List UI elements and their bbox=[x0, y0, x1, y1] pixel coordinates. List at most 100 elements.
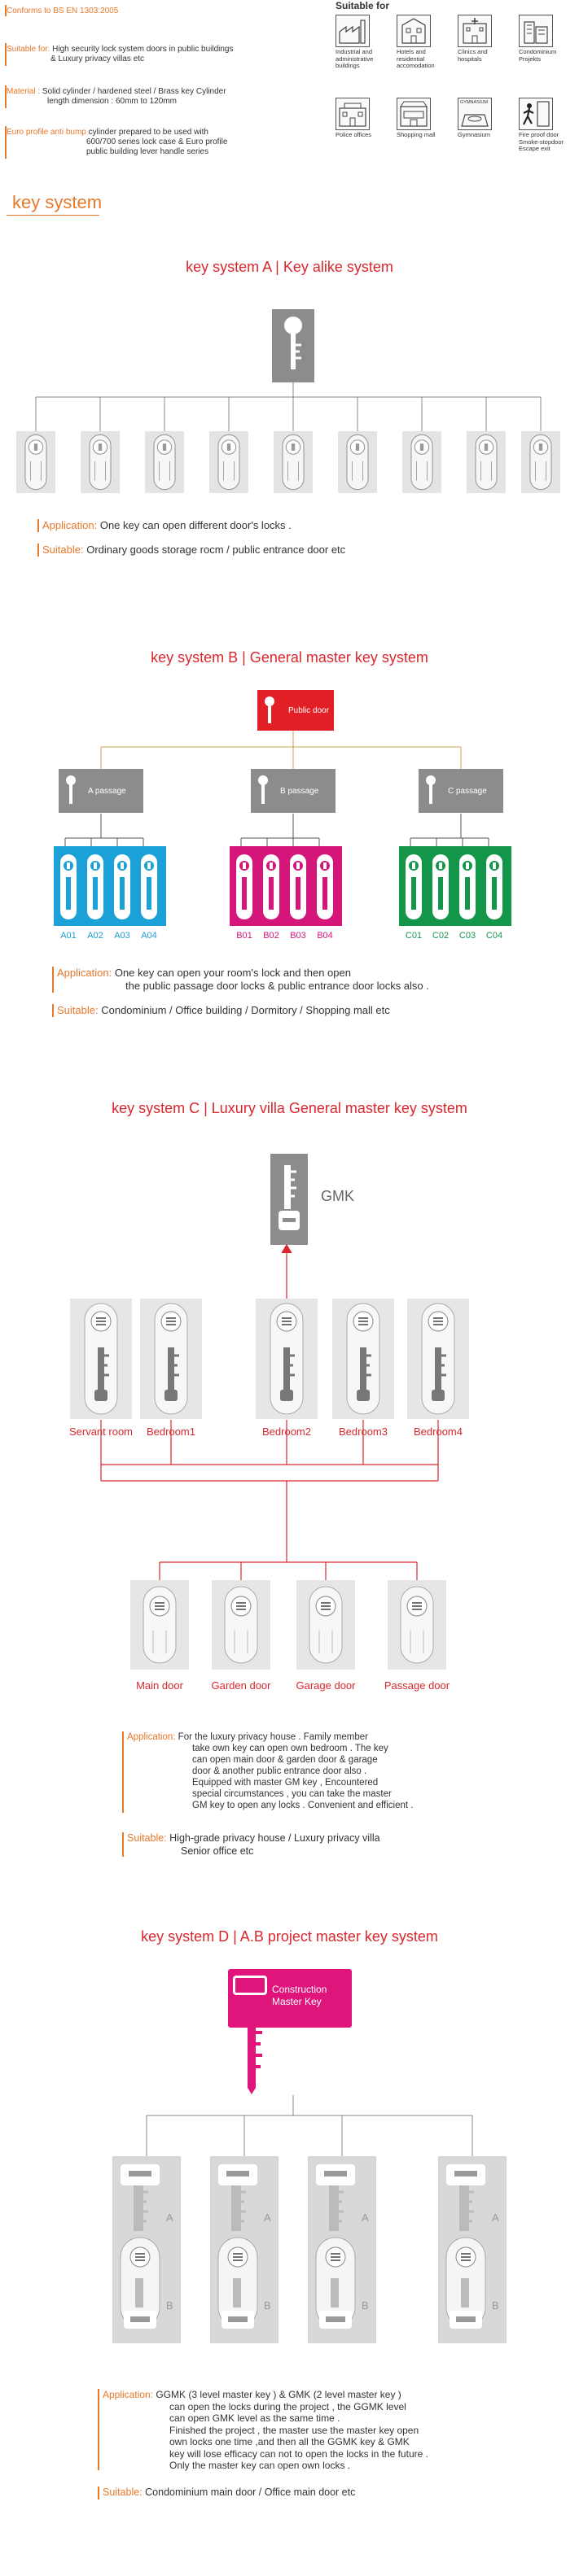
gym-sign: GYMNASIUM bbox=[460, 100, 488, 105]
para-bar bbox=[37, 519, 39, 532]
cylinder-lock bbox=[403, 853, 424, 921]
door-lock bbox=[296, 1580, 355, 1670]
cylinder-lock bbox=[338, 431, 377, 493]
room-label: Bedroom4 bbox=[414, 1426, 463, 1438]
venue-gymnasium: GYMNASIUM Gymnasium bbox=[458, 98, 513, 139]
factory-icon bbox=[336, 15, 370, 47]
suitable-spec: Suitable for: High security lock system … bbox=[7, 45, 234, 54]
lock-label: C04 bbox=[485, 931, 503, 941]
suitable-spec-2: & Luxury privacy villas etc bbox=[50, 55, 145, 63]
cylinder-lock bbox=[467, 431, 506, 493]
venue-police: Police offices bbox=[336, 98, 391, 139]
venue-fire-exit: Fire proof door Smoke-stopdoor Escape ex… bbox=[519, 98, 574, 153]
cylinder-lock bbox=[261, 853, 282, 921]
para-bar bbox=[98, 2486, 99, 2500]
venue-industrial: Industrial and administrative buildings bbox=[336, 15, 391, 70]
door-label: Garage door bbox=[296, 1679, 356, 1692]
euro-spec-2: 600/700 series lock case & Euro profile bbox=[86, 138, 228, 146]
mall-icon bbox=[397, 98, 431, 130]
cylinder-lock bbox=[81, 431, 120, 493]
material-spec: Material : Solid cylinder / hardened ste… bbox=[7, 87, 226, 96]
gymnasium-icon: GYMNASIUM bbox=[458, 98, 492, 130]
spec-bar bbox=[5, 85, 7, 108]
fire-exit-icon bbox=[519, 98, 553, 130]
cylinder-lock bbox=[402, 431, 441, 493]
room-label: Bedroom2 bbox=[262, 1426, 311, 1438]
venue-caption: Shopping mall bbox=[397, 131, 436, 138]
gmk-key-box bbox=[270, 1154, 308, 1245]
cylinder-lock bbox=[138, 853, 160, 921]
application-line: Equipped with master GM key , Encountere… bbox=[192, 1778, 379, 1788]
passage-key-box: A passage bbox=[59, 769, 143, 813]
system-d-application: Application: GGMK (3 level master key ) … bbox=[103, 2389, 401, 2400]
euro-spec: Euro profile anti bump cylinder prepared… bbox=[7, 128, 208, 137]
venue-caption: Police offices bbox=[336, 131, 372, 138]
para-bar bbox=[52, 967, 54, 993]
door-lock bbox=[388, 1580, 446, 1670]
room-lock bbox=[256, 1299, 318, 1419]
key-head-icon bbox=[233, 1976, 267, 1995]
condominium-icon bbox=[519, 15, 553, 47]
lock-label: A04 bbox=[141, 931, 157, 941]
cylinder-lock bbox=[287, 853, 309, 921]
cylinder-lock bbox=[234, 853, 255, 921]
room-lock bbox=[407, 1299, 469, 1419]
system-c-suitable-2: Senior office etc bbox=[181, 1845, 254, 1857]
police-icon bbox=[336, 98, 370, 130]
venue-condominium: Condominium Projekts bbox=[519, 15, 574, 63]
spec-bar bbox=[5, 126, 7, 159]
para-bar bbox=[37, 544, 39, 557]
system-b-lines bbox=[100, 731, 462, 769]
system-b-suitable: Suitable: Condominium / Office building … bbox=[57, 1004, 390, 1016]
cylinder-lock bbox=[314, 853, 336, 921]
title-rule bbox=[7, 215, 99, 216]
lock-label: B01 bbox=[236, 931, 252, 941]
application-line: can open the locks during the project , … bbox=[169, 2400, 406, 2412]
mark-a: A bbox=[264, 2211, 271, 2224]
lock-label: C03 bbox=[458, 931, 476, 941]
mark-a: A bbox=[362, 2211, 369, 2224]
lock-label: A03 bbox=[114, 931, 130, 941]
door-label: Passage door bbox=[384, 1679, 450, 1692]
lock-label: C02 bbox=[432, 931, 450, 941]
door-lock bbox=[212, 1580, 270, 1670]
passage-label: A passage bbox=[88, 787, 126, 796]
room-lock bbox=[70, 1299, 132, 1419]
section-title: key system bbox=[12, 192, 103, 212]
cylinder-lock bbox=[430, 853, 451, 921]
system-a-application: Application: One key can open different … bbox=[42, 519, 292, 531]
room-label: Bedroom3 bbox=[339, 1426, 388, 1438]
spec-bar bbox=[5, 5, 7, 16]
system-a-lines bbox=[35, 382, 542, 431]
system-d-lines bbox=[146, 2095, 473, 2156]
master-key-blade bbox=[243, 2023, 262, 2094]
room-label: Servant room bbox=[68, 1426, 134, 1438]
room-lock bbox=[140, 1299, 202, 1419]
system-d-title: key system D | A.B project master key sy… bbox=[141, 1928, 438, 1945]
para-bar bbox=[52, 1004, 54, 1017]
application-line: take own key can open own bedroom . The … bbox=[192, 1744, 388, 1753]
system-b-group-lines bbox=[64, 814, 489, 850]
system-c-application: Application: For the luxury privacy hous… bbox=[127, 1732, 368, 1742]
mark-a: A bbox=[492, 2211, 499, 2224]
cylinder-lock bbox=[484, 853, 505, 921]
application-line: Only the master key can open own locks . bbox=[169, 2460, 351, 2471]
spec-bar bbox=[5, 43, 7, 66]
venue-mall: Shopping mall bbox=[397, 98, 452, 139]
cylinder-lock bbox=[58, 853, 79, 921]
venue-hotel: Hotels and residential accomodation bbox=[397, 15, 452, 70]
cylinder-lock bbox=[457, 853, 478, 921]
door-label: Garden door bbox=[211, 1679, 271, 1692]
lock-label: B03 bbox=[290, 931, 306, 941]
application-line: Finished the project , the master use th… bbox=[169, 2424, 419, 2436]
system-c-suitable: Suitable: High-grade privacy house / Lux… bbox=[127, 1832, 380, 1844]
venue-caption: Industrial and administrative buildings bbox=[336, 48, 374, 69]
mark-a: A bbox=[166, 2211, 173, 2224]
master-key-box bbox=[272, 309, 314, 382]
lock-label: B04 bbox=[317, 931, 333, 941]
